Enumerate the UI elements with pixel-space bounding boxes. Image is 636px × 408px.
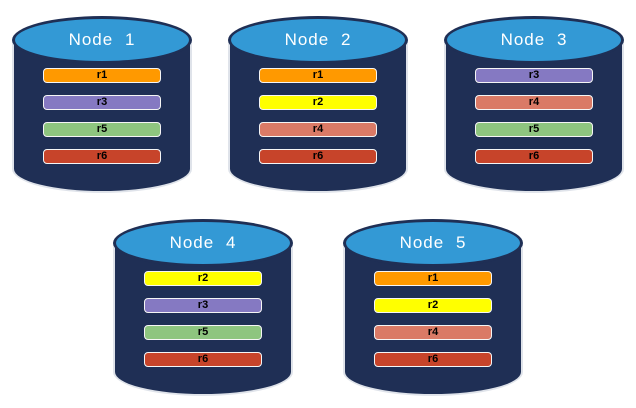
node-top-ellipse: Node 2 (228, 16, 408, 64)
node-title: Node 4 (169, 233, 237, 252)
node-top-ellipse: Node 3 (444, 16, 624, 64)
replica-label: r6 (96, 150, 108, 162)
replica-bar: r4 (374, 325, 492, 340)
replica-label: r6 (312, 150, 324, 162)
replica-label: r3 (197, 299, 209, 311)
replica-label: r3 (96, 96, 108, 108)
node-title: Node 1 (68, 30, 136, 49)
node-body (113, 243, 293, 396)
replica-bar: r1 (259, 68, 377, 83)
replica-bar: r2 (144, 271, 262, 286)
replica-label: r1 (427, 272, 439, 284)
replica-label: r2 (427, 299, 439, 311)
replica-label: r1 (312, 69, 324, 81)
replica-bar: r4 (259, 122, 377, 137)
replica-bar: r6 (374, 352, 492, 367)
replica-bar-list: r1 r3 r5 r6 (12, 68, 192, 164)
node-body (343, 243, 523, 396)
node-top-ellipse: Node 4 (113, 219, 293, 267)
node-row-bottom: Node 4 r2 r3 r5 r6 Node 5 r1 r2 r4 r6 (0, 219, 636, 396)
replica-bar-list: r2 r3 r5 r6 (113, 271, 293, 367)
replica-label: r2 (197, 272, 209, 284)
replica-label: r5 (96, 123, 108, 135)
node-cylinder: Node 1 r1 r3 r5 r6 (12, 16, 192, 193)
replica-bar: r5 (144, 325, 262, 340)
replica-bar: r1 (43, 68, 161, 83)
replica-bar: r6 (144, 352, 262, 367)
node-cylinder: Node 3 r3 r4 r5 r6 (444, 16, 624, 193)
replica-bar: r3 (475, 68, 593, 83)
node-body (444, 40, 624, 193)
node-title: Node 5 (399, 233, 467, 252)
replica-label: r2 (312, 96, 324, 108)
replica-bar-list: r1 r2 r4 r6 (343, 271, 523, 367)
replica-label: r6 (528, 150, 540, 162)
node-top-ellipse: Node 5 (343, 219, 523, 267)
replica-bar: r6 (475, 149, 593, 164)
replica-bar: r5 (475, 122, 593, 137)
replica-label: r5 (197, 326, 209, 338)
replica-label: r3 (528, 69, 540, 81)
replica-bar: r5 (43, 122, 161, 137)
node-top-ellipse: Node 1 (12, 16, 192, 64)
replica-bar: r2 (259, 95, 377, 110)
node-title: Node 3 (500, 30, 568, 49)
replica-label: r5 (528, 123, 540, 135)
replica-label: r4 (312, 123, 324, 135)
node-title: Node 2 (284, 30, 352, 49)
replica-bar: r6 (43, 149, 161, 164)
node-row-top: Node 1 r1 r3 r5 r6 Node 2 r1 r2 r4 r6 Node 3 r3 r4 r5… (0, 16, 636, 193)
replica-label: r6 (427, 353, 439, 365)
node-cylinder: Node 5 r1 r2 r4 r6 (343, 219, 523, 396)
replica-label: r4 (427, 326, 439, 338)
replica-bar: r1 (374, 271, 492, 286)
replica-bar: r2 (374, 298, 492, 313)
replica-bar-list: r1 r2 r4 r6 (228, 68, 408, 164)
replica-bar: r3 (144, 298, 262, 313)
node-cylinder: Node 4 r2 r3 r5 r6 (113, 219, 293, 396)
replica-label: r6 (197, 353, 209, 365)
replica-bar-list: r3 r4 r5 r6 (444, 68, 624, 164)
node-cylinder: Node 2 r1 r2 r4 r6 (228, 16, 408, 193)
replica-label: r1 (96, 69, 108, 81)
node-body (228, 40, 408, 193)
replica-label: r4 (528, 96, 540, 108)
replica-bar: r3 (43, 95, 161, 110)
replica-bar: r6 (259, 149, 377, 164)
replica-bar: r4 (475, 95, 593, 110)
